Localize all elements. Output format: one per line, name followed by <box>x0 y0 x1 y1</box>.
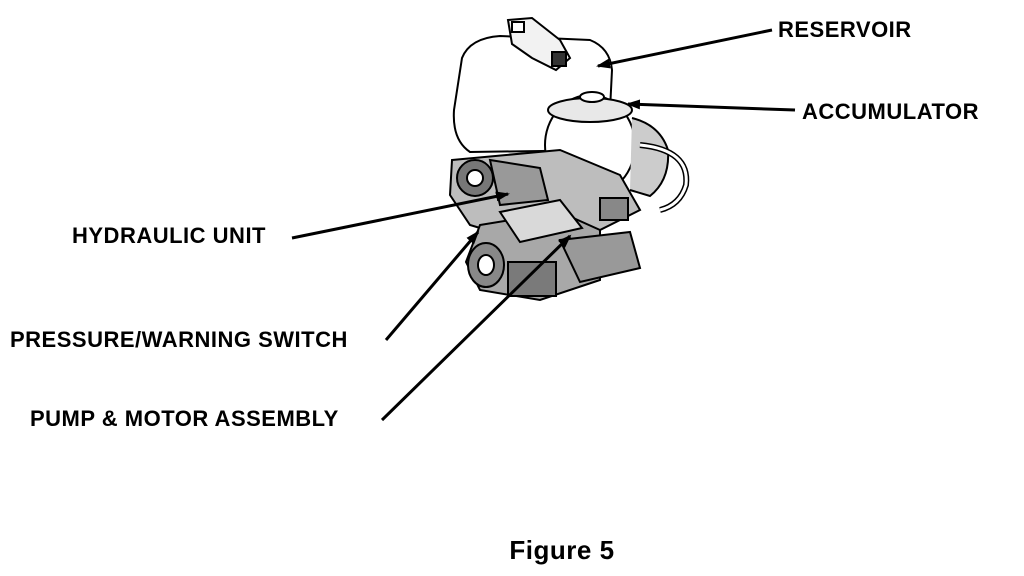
leader-lines <box>291 28 796 422</box>
pump-motor-leader <box>380 234 572 422</box>
pump-motor-label: PUMP & MOTOR ASSEMBLY <box>30 406 339 431</box>
accumulator-label: ACCUMULATOR <box>802 99 979 124</box>
pressure-switch-label: PRESSURE/WARNING SWITCH <box>10 327 348 352</box>
figure-caption: Figure 5 <box>509 535 615 565</box>
reservoir-leader <box>596 28 773 69</box>
pump-motor-body <box>464 198 642 302</box>
hydraulic-unit-leader <box>291 191 510 240</box>
pressure-switch-leader <box>384 230 480 341</box>
hydraulic-unit-label: HYDRAULIC UNIT <box>72 223 266 248</box>
reservoir-label: RESERVOIR <box>778 17 912 42</box>
accumulator-body <box>544 91 670 198</box>
accumulator-leader <box>626 99 796 112</box>
